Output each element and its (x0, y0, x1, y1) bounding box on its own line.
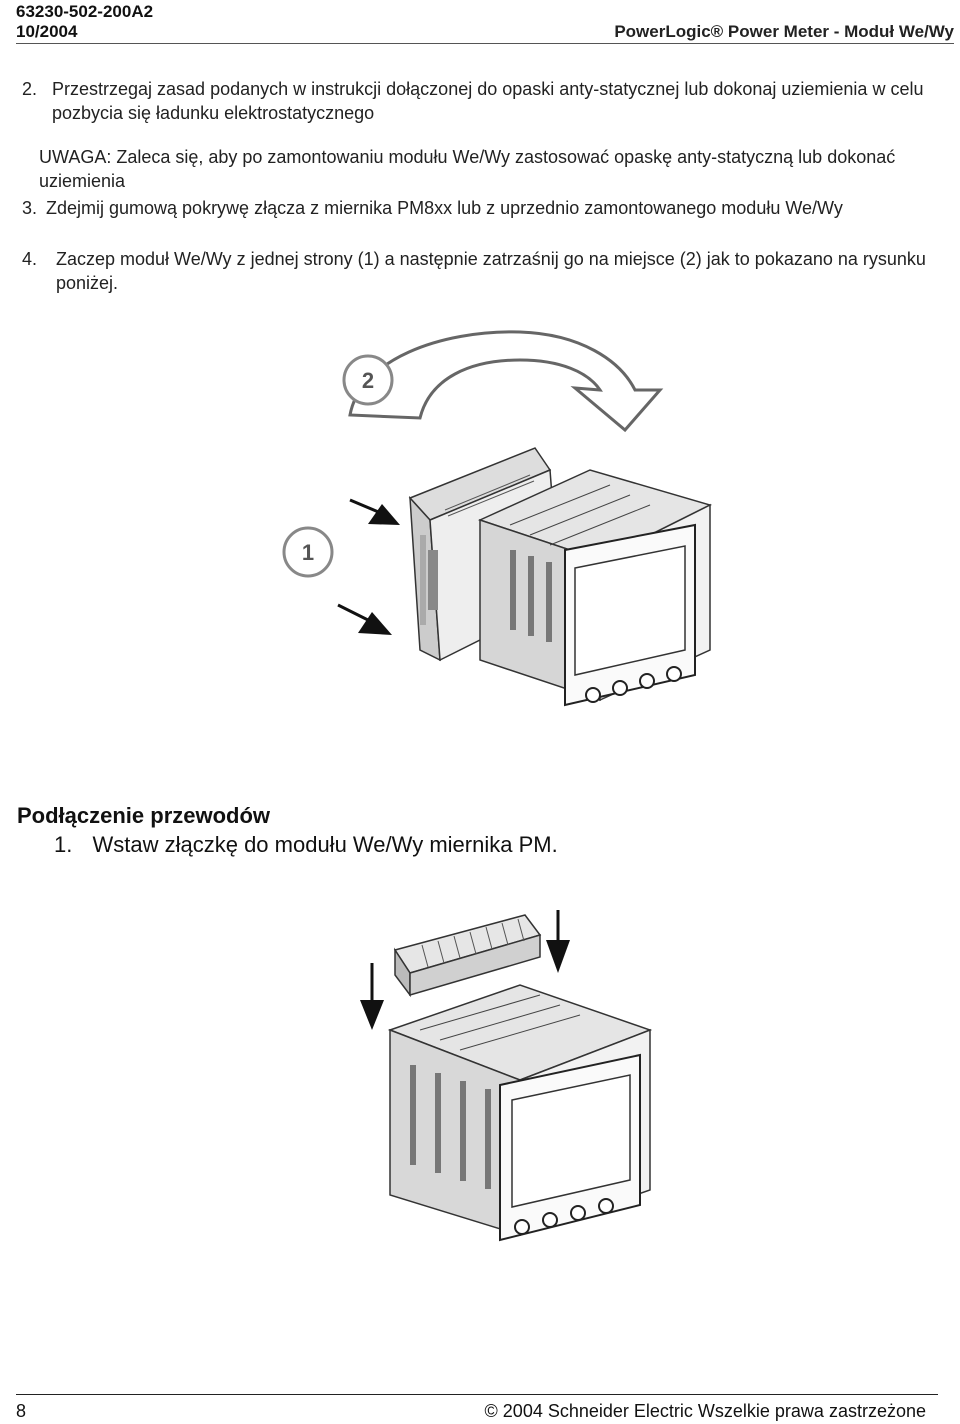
step-text: Wstaw złączkę do modułu We/Wy miernika P… (92, 832, 558, 857)
instruction-text: Zdejmij gumową pokrywę złącza z miernika… (46, 198, 843, 218)
meter-button-icon (612, 680, 628, 696)
instruction-text: Przestrzegaj zasad podanych w instrukcji… (52, 79, 924, 123)
step-number: 1. (54, 832, 73, 857)
copyright: © 2004 Schneider Electric Wszelkie prawa… (484, 1401, 926, 1421)
header-title: PowerLogic® Power Meter - Moduł We/Wy (614, 22, 954, 41)
figure-connector-insertion (360, 910, 653, 1242)
curved-arrow-icon (348, 330, 664, 433)
meter-button-icon (570, 1205, 586, 1221)
instruction-number: 2. (22, 79, 38, 99)
callout-2: 2 (342, 354, 394, 406)
meter-button-icon (514, 1219, 530, 1235)
instruction-4: 4. Zaczep moduł We/Wy z jednej strony (1… (22, 248, 957, 295)
footer-rule (16, 1394, 938, 1395)
doc-date: 10/2004 (16, 22, 78, 41)
section-title: Podłączenie przewodów (17, 803, 271, 828)
meter-display (574, 545, 686, 676)
instruction-3: 3. Zdejmij gumową pokrywę złącza z miern… (22, 197, 937, 221)
meter-button-icon (666, 666, 682, 682)
section-step-1: 1. Wstaw złączkę do modułu We/Wy miernik… (54, 832, 558, 858)
meter-button-icon (542, 1212, 558, 1228)
page-number: 8 (16, 1401, 27, 1421)
callout-1: 1 (282, 526, 334, 578)
meter-display (511, 1074, 631, 1208)
svg-text:2: 2 (362, 368, 374, 393)
arrow-down-right-icon (546, 910, 570, 973)
meter-button-icon (585, 687, 601, 703)
terminal-connector (393, 914, 542, 998)
note-paragraph: UWAGA: Zaleca się, aby po zamontowaniu m… (39, 146, 954, 193)
instruction-number: 4. (22, 249, 38, 269)
instruction-2: 2. Przestrzegaj zasad podanych w instruk… (22, 78, 942, 125)
note-text: UWAGA: Zaleca się, aby po zamontowaniu m… (39, 147, 896, 191)
instruction-number: 3. (22, 198, 38, 218)
doc-number: 63230-502-200A2 (16, 2, 154, 21)
meter-button-icon (598, 1198, 614, 1214)
header-rule (16, 43, 954, 44)
meter-front-panel (499, 1053, 641, 1242)
header-left: 63230-502-200A2 10/2004 (16, 2, 153, 42)
meter-button-icon (639, 673, 655, 689)
arrow-lower-icon (337, 603, 392, 635)
figure-module-mounting: 2 1 (282, 330, 713, 707)
meter-front-panel (564, 523, 696, 707)
svg-text:1: 1 (302, 540, 314, 565)
instruction-text: Zaczep moduł We/Wy z jednej strony (1) a… (56, 249, 926, 293)
arrow-down-left-icon (360, 963, 384, 1030)
arrow-upper-icon (349, 498, 400, 525)
